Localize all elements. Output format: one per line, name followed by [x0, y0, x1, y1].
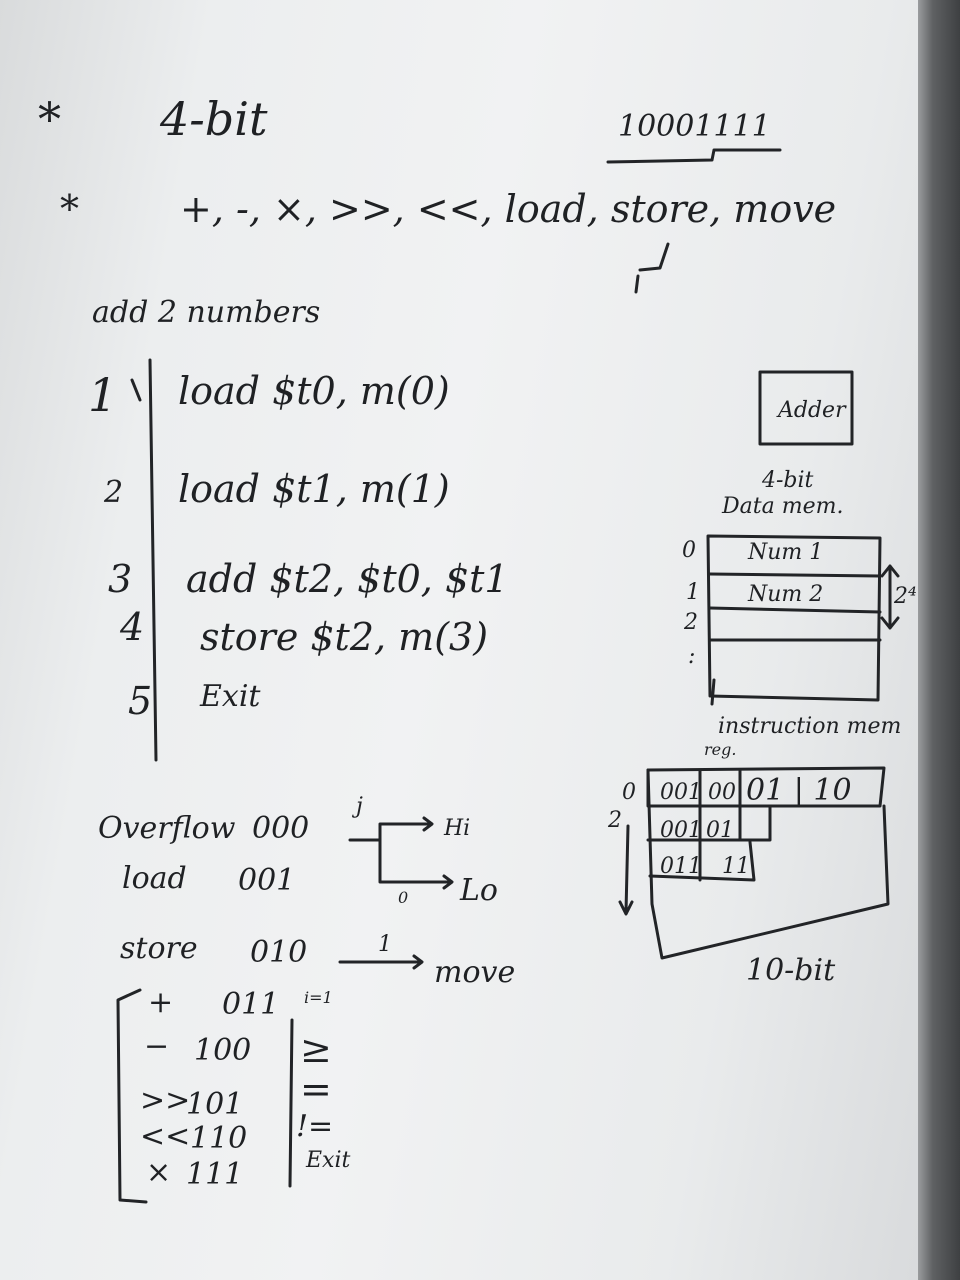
instr-mem-cell: 01 | 10 [746, 773, 852, 808]
cond-op: ≥ [300, 1027, 332, 1071]
opcode-name: Overflow [98, 811, 236, 846]
whiteboard-frame-edge [918, 0, 960, 1280]
opcode-name: load [122, 861, 187, 896]
cond-op: != [296, 1109, 334, 1144]
opcode-code: 001 [238, 863, 296, 898]
data-mem-title: 4-bit [762, 468, 814, 493]
program-line-code: Exit [200, 679, 261, 714]
alu-op-sym: >> [140, 1083, 191, 1118]
instr-mem-cell: 01 [706, 818, 734, 843]
adder-label: Adder [778, 398, 846, 423]
alu-op-sym: << [140, 1119, 191, 1154]
instr-mem-index: 2 [608, 808, 622, 833]
ops-list: +, -, ×, >>, <<, load, store, move [180, 187, 837, 231]
instr-mem-cell: 11 [722, 854, 750, 879]
program-line-num: 4 [120, 605, 145, 649]
arrow-move-label: move [434, 955, 516, 990]
data-mem-index: : [688, 644, 696, 669]
cond-op: Exit [306, 1148, 351, 1173]
instr-mem-cell: 011 [660, 854, 702, 879]
arrow-lo-label: Lo [460, 873, 498, 908]
binary-note: 10001111 [618, 109, 771, 144]
heading-star: * [38, 92, 61, 146]
program-line-num: 1 [88, 368, 118, 422]
data-mem-index: 1 [686, 580, 700, 605]
data-mem-cell: Num 2 [748, 582, 824, 607]
opcode-name: store [120, 931, 198, 966]
opcode-code: 010 [250, 935, 308, 970]
instr-mem-reg: reg. [704, 740, 737, 759]
data-mem-size: 2⁴ [894, 584, 917, 609]
program-line-code: load $t1, m(1) [178, 467, 450, 511]
instr-mem-cell: 001 [660, 780, 702, 805]
program-line-code: store $t2, m(3) [200, 615, 489, 659]
ops-star: * [60, 187, 79, 231]
arrow-j-label: j [356, 794, 363, 819]
instr-mem-title: instruction mem [718, 714, 902, 739]
alu-i1-label: i=1 [304, 988, 333, 1007]
instr-mem-cell: 001 [660, 818, 702, 843]
alu-op-sym: − [144, 1029, 170, 1064]
program-line-code: load $t0, m(0) [178, 369, 450, 413]
cond-op: = [300, 1067, 332, 1111]
data-mem-index: 2 [684, 610, 698, 635]
alu-op-code: 110 [190, 1121, 248, 1156]
instr-mem-width: 10-bit [746, 953, 836, 988]
alu-op-code: 101 [186, 1087, 244, 1122]
alu-op-code: 111 [186, 1157, 244, 1192]
arrow-hi-label: Hi [444, 816, 471, 841]
arrow-1-label: 1 [378, 932, 392, 957]
instr-mem-cell: 00 [708, 780, 736, 805]
data-mem-subtitle: Data mem. [722, 494, 844, 519]
program-title: add 2 numbers [92, 295, 321, 330]
data-mem-index: 0 [682, 538, 696, 563]
instr-mem-index: 0 [622, 780, 636, 805]
program-line-num: 5 [128, 679, 153, 723]
alu-op-code: 011 [222, 987, 280, 1022]
program-line-num: 3 [108, 557, 133, 601]
alu-op-sym: + [148, 985, 174, 1020]
arrow-0-label: 0 [398, 888, 409, 907]
alu-op-code: 100 [194, 1033, 252, 1068]
heading-title: 4-bit [160, 92, 268, 146]
opcode-code: 000 [252, 811, 310, 846]
data-mem-cell: Num 1 [748, 540, 824, 565]
program-line-num: 2 [104, 475, 124, 510]
alu-op-sym: × [146, 1155, 172, 1190]
program-line-code: add $t2, $t0, $t1 [186, 557, 509, 601]
